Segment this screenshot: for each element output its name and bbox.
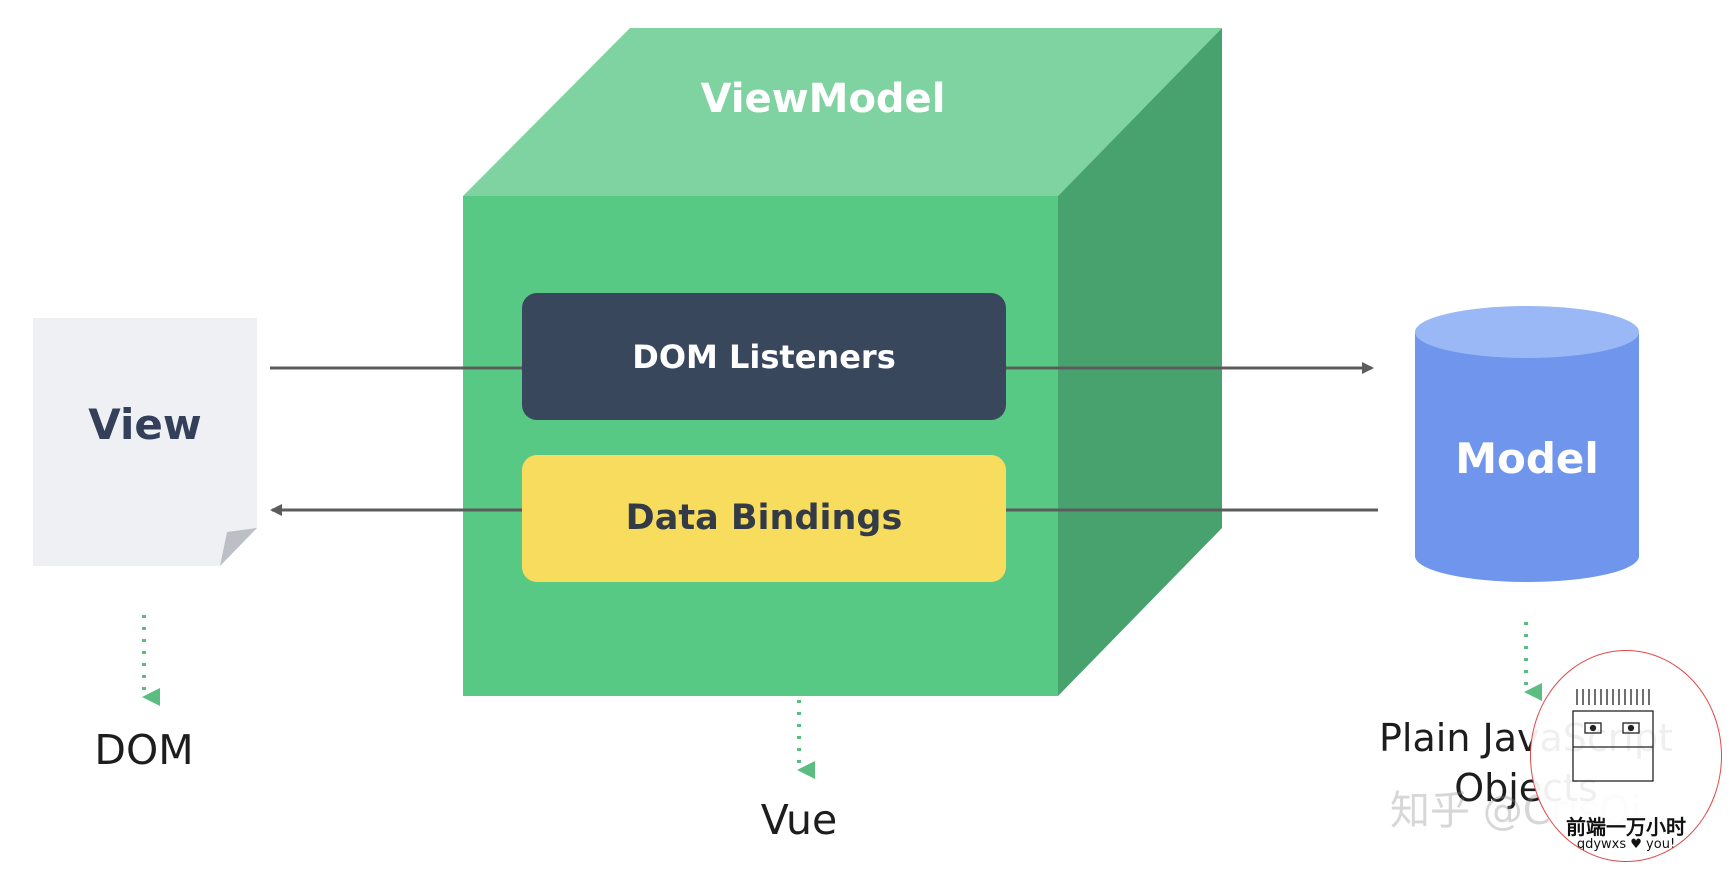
badge-title: 前端一万小时 (1566, 815, 1686, 839)
dom-listeners-label: DOM Listeners (632, 338, 896, 376)
badge-face-icon (1572, 689, 1654, 782)
viewmodel-cube-front (463, 196, 1058, 696)
view-document-fold (220, 528, 257, 566)
author-badge: 前端一万小时 qdywxs ♥ you! (1530, 650, 1722, 862)
data-bindings-box (522, 455, 1006, 582)
vue-caption: Vue (760, 796, 838, 844)
view-document (33, 318, 257, 566)
viewmodel-cube-top (463, 28, 1222, 196)
viewmodel-cube-side (1058, 28, 1222, 696)
viewmodel-label: ViewModel (700, 76, 946, 122)
dom-listeners-box (522, 293, 1006, 420)
data-bindings-label: Data Bindings (625, 498, 903, 538)
model-cylinder-top (1415, 306, 1639, 358)
dom-caption: DOM (94, 726, 194, 774)
badge-subtitle: qdywxs ♥ you! (1576, 837, 1676, 852)
model-label: Model (1455, 434, 1599, 483)
model-cylinder-body (1415, 332, 1639, 582)
view-label: View (88, 400, 202, 449)
